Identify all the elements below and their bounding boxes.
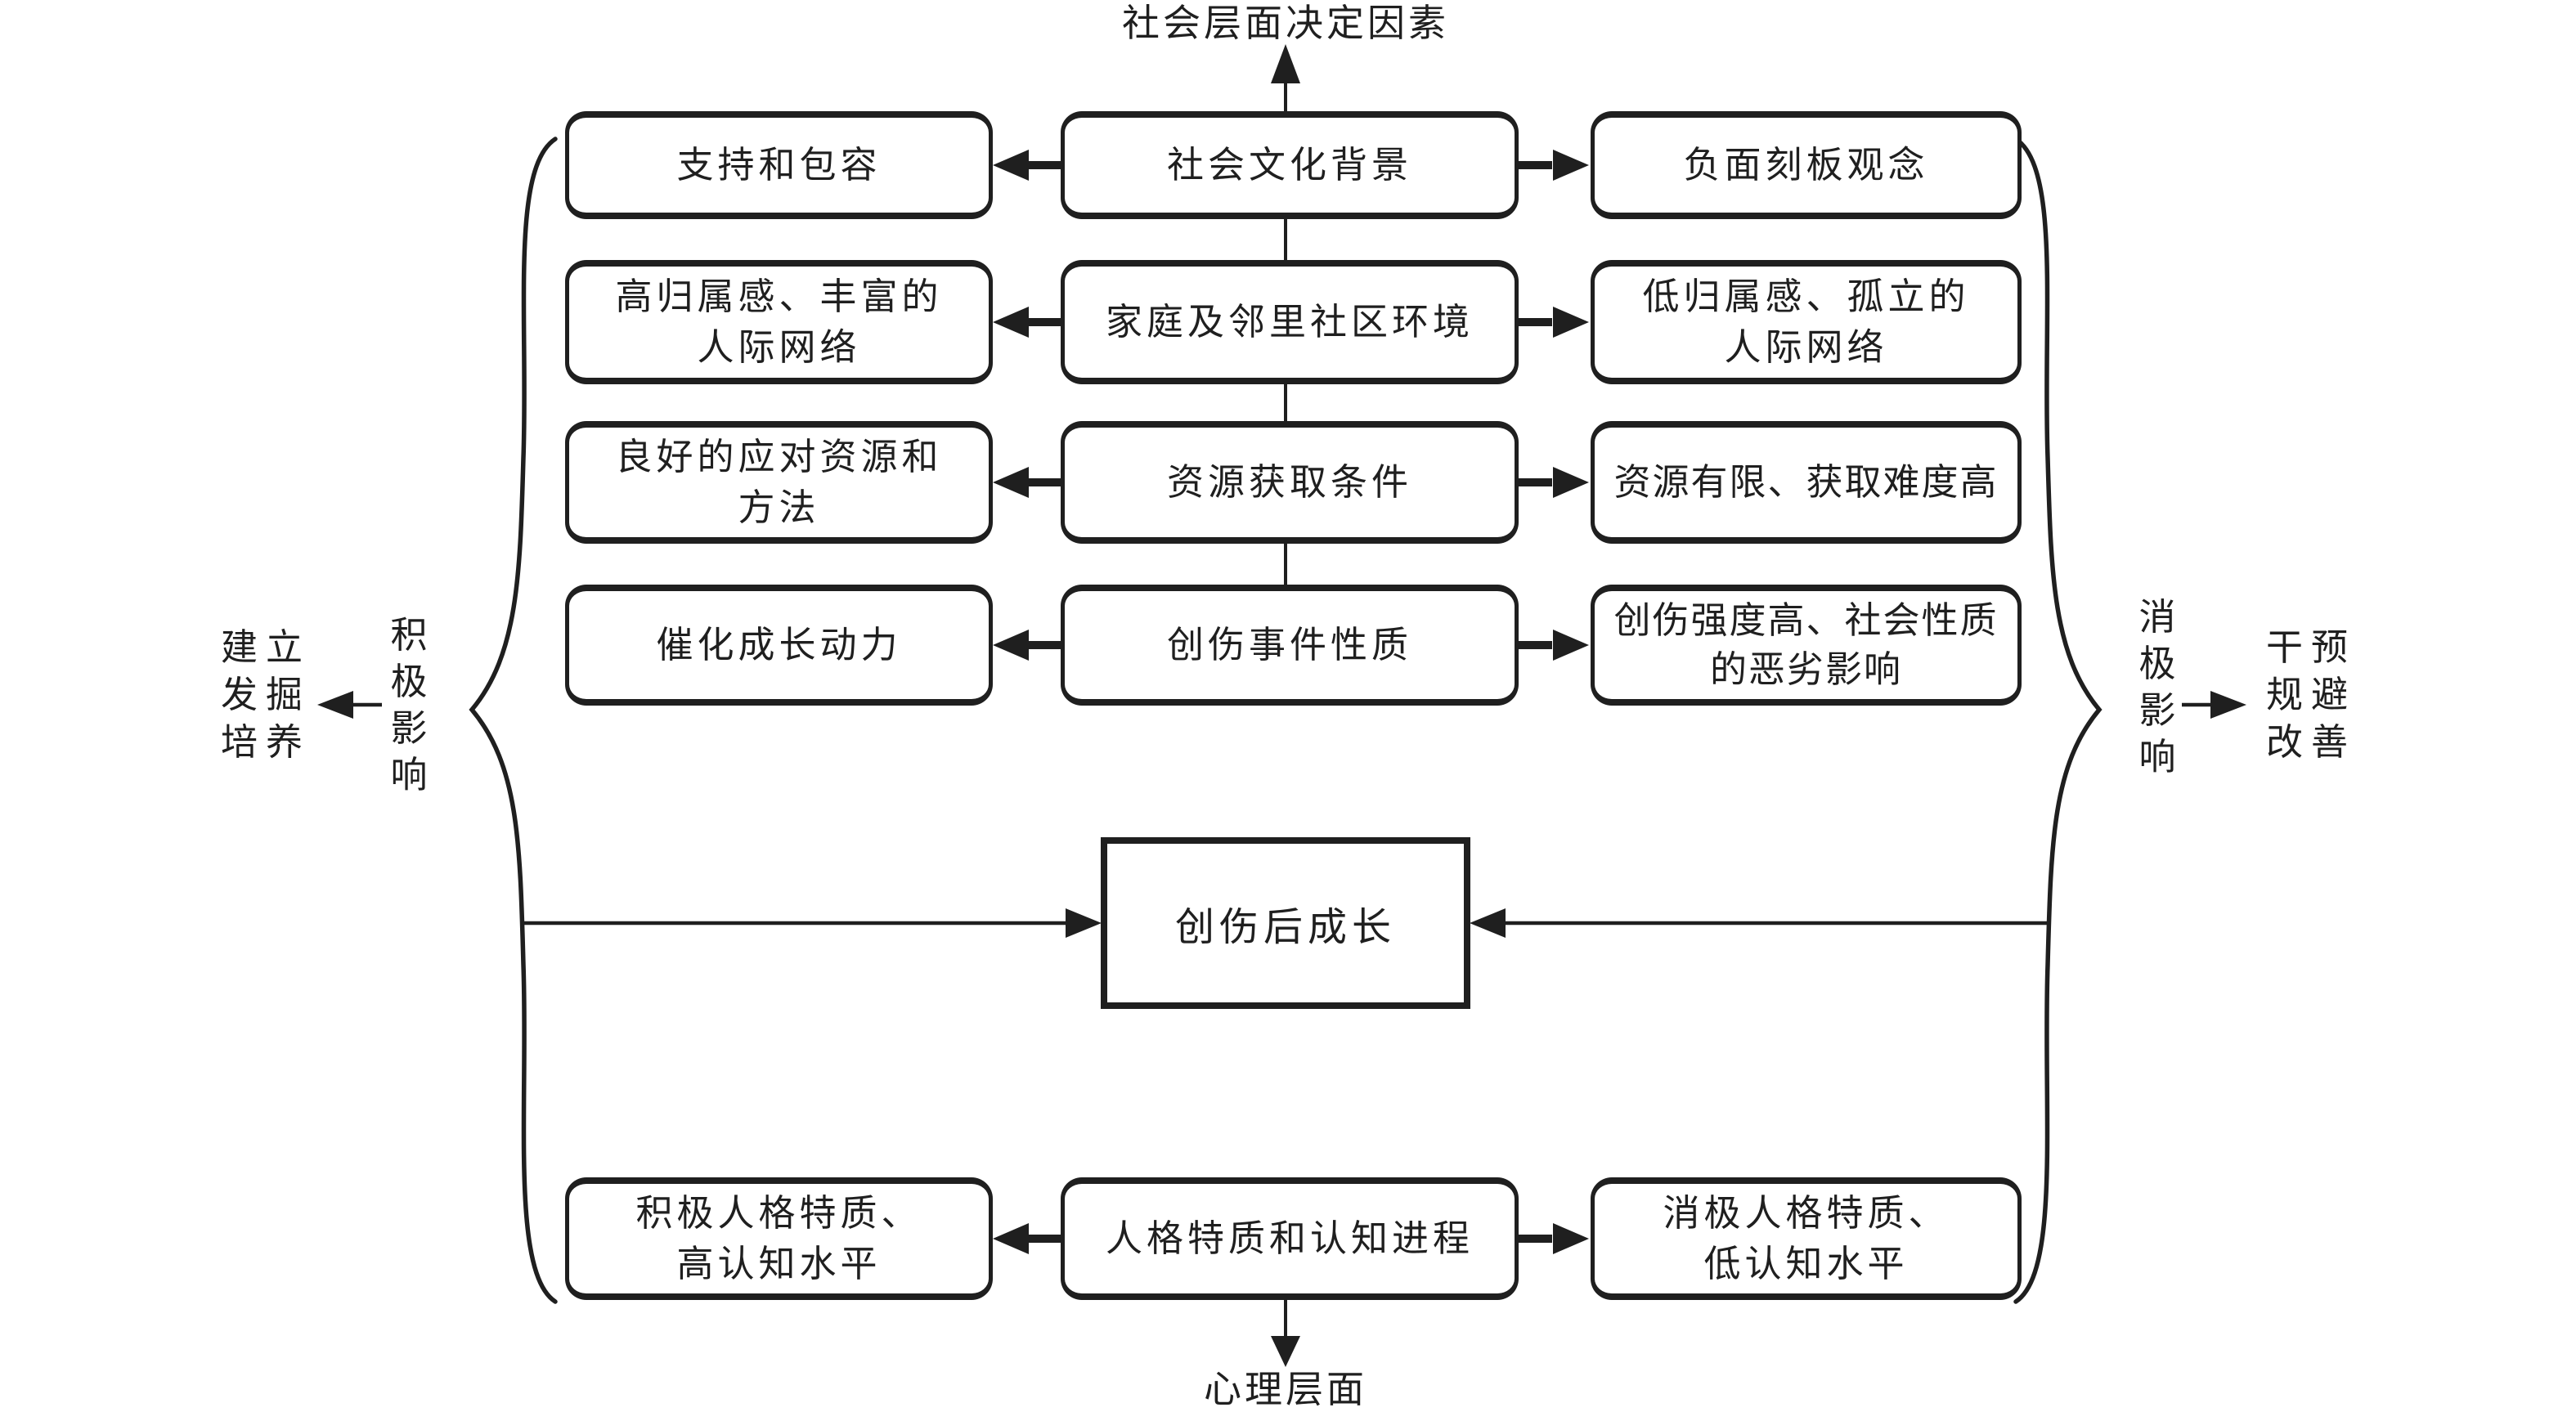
arrow-up-to-social-level xyxy=(1271,44,1300,112)
arrow-head-right-icon xyxy=(2210,691,2246,719)
box-post-traumatic-growth: 创伤后成长 xyxy=(1101,837,1470,1009)
arrow-head-down-icon xyxy=(1271,1336,1300,1367)
arrow-head-left-icon xyxy=(993,150,1029,181)
arrow-positive-to-outcome xyxy=(317,691,382,719)
arrow-head-right-icon xyxy=(1553,307,1589,338)
box-row1-center: 社会文化背景 xyxy=(1061,111,1519,219)
arrow-head-left-icon xyxy=(1470,908,1506,938)
arrow-head-left-icon xyxy=(993,630,1029,661)
right-brace xyxy=(2013,137,2103,1304)
arrow-head-left-icon xyxy=(993,307,1029,338)
positive-influence-label: 积 极 影 响 xyxy=(390,613,428,796)
arrow-left-brace-to-ptg xyxy=(523,908,1102,938)
box-row1-left: 支持和包容 xyxy=(565,111,993,219)
arrow-head-right-icon xyxy=(1553,630,1589,661)
row3-arrows xyxy=(993,467,1589,498)
left-outcome-label: 建立 发掘 培养 xyxy=(220,625,311,764)
arrow-head-right-icon xyxy=(1553,467,1589,498)
row4-arrows xyxy=(993,630,1589,661)
arrow-head-right-icon xyxy=(1553,1223,1589,1254)
negative-influence-label: 消 极 影 响 xyxy=(2138,595,2176,778)
box-row5-right: 消极人格特质、 低认知水平 xyxy=(1591,1177,2022,1300)
box-row4-right: 创伤强度高、社会性质 的恶劣影响 xyxy=(1591,585,2022,706)
top-axis-label: 社会层面决定因素 xyxy=(1122,1,1449,45)
right-outcome-label: 干预 规避 改善 xyxy=(2265,625,2356,764)
box-row2-right: 低归属感、孤立的 人际网络 xyxy=(1591,260,2022,384)
row2-arrows xyxy=(993,307,1589,338)
box-row3-right: 资源有限、获取难度高 xyxy=(1591,421,2022,544)
bottom-axis-label: 心理层面 xyxy=(1204,1367,1367,1411)
box-row5-center: 人格特质和认知进程 xyxy=(1061,1177,1519,1300)
box-row2-left: 高归属感、丰富的 人际网络 xyxy=(565,260,993,384)
arrow-head-right-icon xyxy=(1066,908,1102,938)
box-row2-center: 家庭及邻里社区环境 xyxy=(1061,260,1519,384)
arrow-head-left-icon xyxy=(993,1223,1029,1254)
arrow-head-up-icon xyxy=(1271,44,1300,83)
row1-arrows xyxy=(993,150,1589,181)
arrow-head-left-icon xyxy=(317,691,353,719)
arrow-right-brace-to-ptg xyxy=(1470,908,2049,938)
box-row5-left: 积极人格特质、 高认知水平 xyxy=(565,1177,993,1300)
box-row4-left: 催化成长动力 xyxy=(565,585,993,706)
arrow-head-right-icon xyxy=(1553,150,1589,181)
arrow-down-to-psych-level xyxy=(1271,1299,1300,1367)
arrow-negative-to-outcome xyxy=(2182,691,2246,719)
arrow-head-left-icon xyxy=(993,467,1029,498)
left-brace xyxy=(469,137,558,1304)
box-row4-center: 创伤事件性质 xyxy=(1061,585,1519,706)
box-row3-center: 资源获取条件 xyxy=(1061,421,1519,544)
box-row3-left: 良好的应对资源和 方法 xyxy=(565,421,993,544)
box-row1-right: 负面刻板观念 xyxy=(1591,111,2022,219)
row5-arrows xyxy=(993,1223,1589,1254)
